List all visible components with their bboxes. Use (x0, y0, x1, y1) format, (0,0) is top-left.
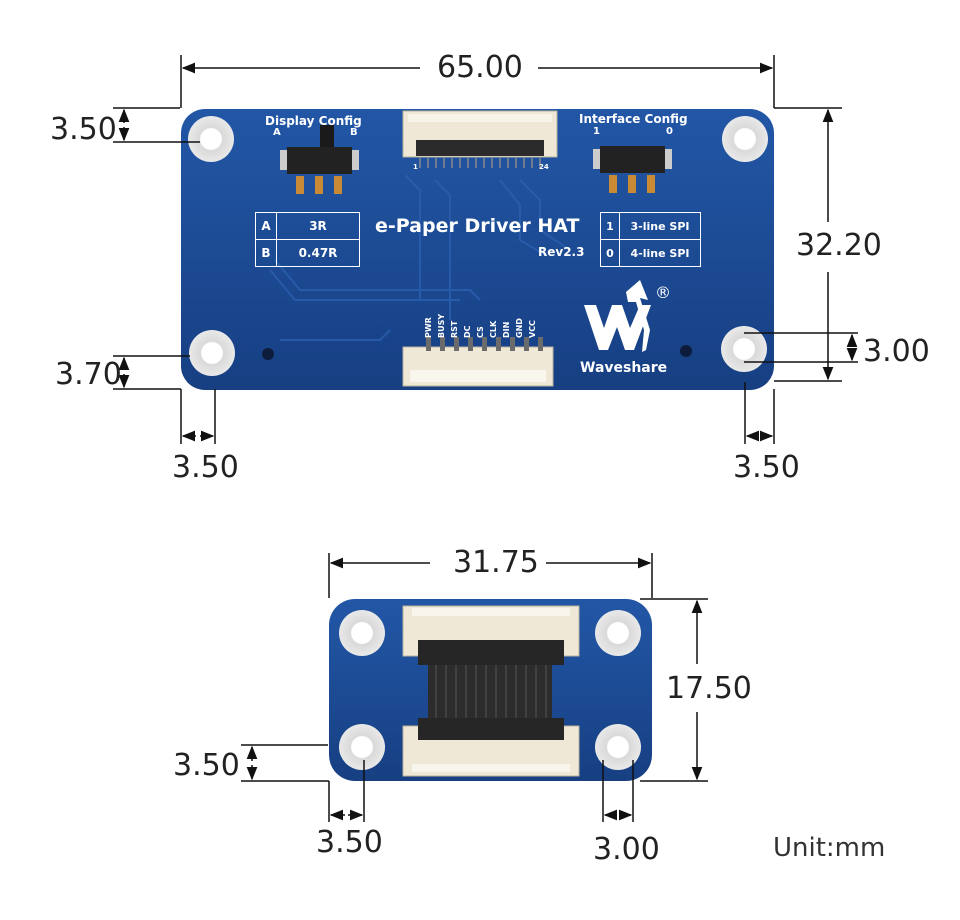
dim-top-height: 32.20 (796, 228, 882, 263)
pin-label: BUSY (437, 313, 446, 338)
dim-bottom-hole-left: 3.50 (316, 825, 383, 860)
mounting-hole (595, 724, 641, 770)
display-config-a: A (273, 127, 281, 138)
pin-label: CS (476, 326, 485, 338)
resistor-value: 0.47R (276, 239, 360, 267)
table-row: 0 4-line SPI (600, 239, 701, 267)
mounting-hole (722, 116, 768, 162)
dim-top-hole-right: 3.50 (733, 450, 800, 485)
ffc-connector (402, 605, 580, 665)
waveshare-logo (584, 280, 651, 352)
pin-label: DIN (502, 321, 511, 338)
pin-label: DC (463, 325, 472, 338)
table-row: B 0.47R (255, 239, 360, 267)
interface-config-label: Interface Config (579, 112, 688, 126)
mounting-hole (721, 326, 767, 372)
mounting-hole (339, 610, 385, 656)
dim-top-hole-left: 3.50 (172, 450, 239, 485)
display-config-label: Display Config (265, 114, 362, 128)
interface-config-one: 1 (593, 126, 600, 137)
spi-value: 4-line SPI (619, 239, 701, 267)
dim-bottom-width: 31.75 (453, 545, 539, 580)
display-config-b: B (350, 127, 358, 138)
top-dimension-lines (113, 55, 858, 444)
interface-config-zero: 0 (666, 126, 673, 137)
resistor-key: A (255, 212, 277, 240)
dim-top-hole-top: 3.50 (50, 112, 117, 147)
dim-top-width: 65.00 (437, 50, 523, 85)
resistor-table: A 3R B 0.47R (255, 212, 360, 267)
dim-bottom-hole-bottom: 3.50 (173, 748, 240, 783)
dim-bottom-height: 17.50 (666, 671, 752, 706)
unit-label: Unit:mm (773, 833, 886, 863)
interface-config-switch[interactable] (593, 146, 672, 193)
board-revision: Rev2.3 (538, 245, 585, 259)
pin-label: VCC (528, 320, 537, 338)
registered-mark: ® (655, 283, 671, 302)
spi-table: 1 3-line SPI 0 4-line SPI (600, 212, 701, 267)
ffc-pin-first: 1 (413, 163, 418, 171)
ffc-connector (402, 718, 580, 777)
display-config-switch[interactable] (280, 125, 359, 194)
ffc-pin-last: 24 (539, 163, 549, 171)
bottom-board (329, 599, 652, 781)
mounting-hole (339, 724, 385, 770)
top-board (181, 109, 774, 390)
pin-header-connector (402, 337, 554, 387)
spi-value: 3-line SPI (619, 212, 701, 240)
spi-key: 1 (600, 212, 620, 240)
resistor-key: B (255, 239, 277, 267)
mounting-hole (595, 610, 641, 656)
pin-label: PWR (424, 317, 433, 338)
dim-top-hole-bottom: 3.70 (55, 357, 122, 392)
pin-label: RST (450, 320, 459, 338)
resistor-value: 3R (276, 212, 360, 240)
mounting-hole (189, 330, 235, 376)
dim-top-hole-diameter: 3.00 (863, 334, 930, 369)
pin-label: GND (515, 318, 524, 338)
brand-name: Waveshare (580, 360, 668, 376)
pin-labels: PWR BUSY RST DC CS CLK DIN GND VCC (424, 298, 545, 338)
mounting-hole (188, 116, 234, 162)
spi-key: 0 (600, 239, 620, 267)
dim-bottom-hole-diameter: 3.00 (593, 832, 660, 867)
table-row: A 3R (255, 212, 360, 240)
ffc-connector (402, 110, 558, 168)
pin-label: CLK (489, 320, 498, 338)
board-title: e-Paper Driver HAT (375, 215, 580, 237)
bottom-dimension-lines (241, 553, 708, 822)
table-row: 1 3-line SPI (600, 212, 701, 240)
